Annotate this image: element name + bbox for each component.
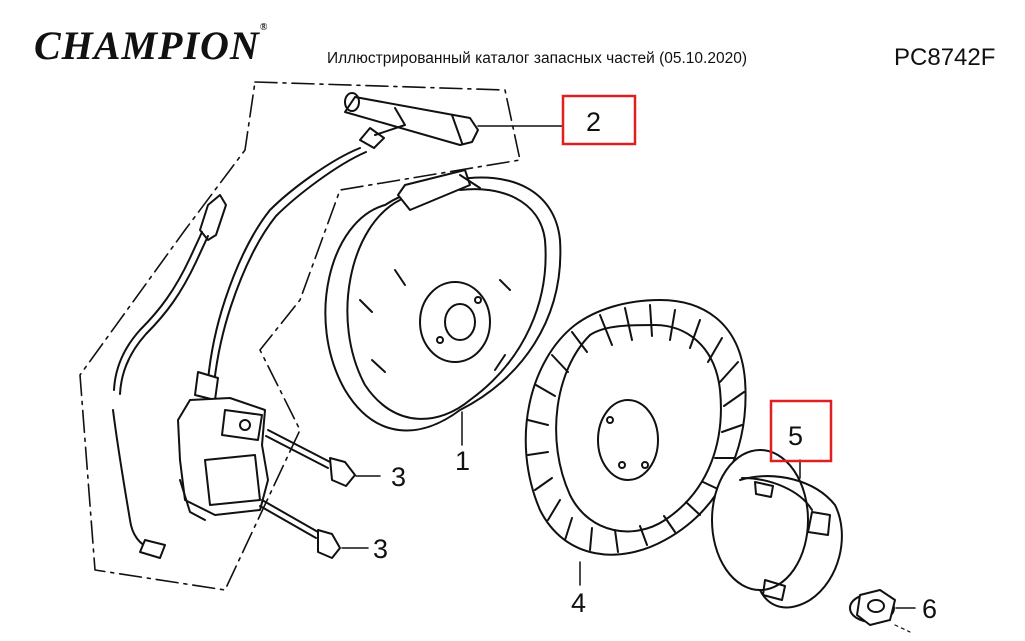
callout-label-3-lower: 3 xyxy=(373,534,388,564)
callout-label-1: 1 xyxy=(455,446,470,476)
callout-label-6: 6 xyxy=(922,594,937,624)
bolt-lower xyxy=(259,499,369,559)
cooling-fan xyxy=(524,299,747,586)
model-code: PC8742F xyxy=(894,44,996,71)
brand-name: CHAMPION xyxy=(34,23,260,68)
callout-label-4: 4 xyxy=(571,588,586,618)
coil-group-outline xyxy=(79,81,521,591)
callout-box-5 xyxy=(769,399,833,463)
bolt-upper xyxy=(265,429,381,487)
flange-nut xyxy=(849,589,916,633)
callout-label-3-upper: 3 xyxy=(391,462,406,492)
registered-mark: ® xyxy=(259,22,269,33)
callout-box-2 xyxy=(561,94,637,146)
callout-label-2: 2 xyxy=(586,107,601,137)
flywheel xyxy=(324,169,562,446)
starter-cup xyxy=(711,449,843,609)
kill-wire xyxy=(112,194,227,559)
champion-logo: CHAMPION® xyxy=(34,22,268,69)
ignition-lead xyxy=(207,147,361,381)
ignition-coil xyxy=(177,371,269,521)
spark-plug-cap xyxy=(344,92,479,149)
catalog-title: Иллюстрированный каталог запасных частей… xyxy=(327,50,747,67)
callout-label-5: 5 xyxy=(788,421,803,451)
